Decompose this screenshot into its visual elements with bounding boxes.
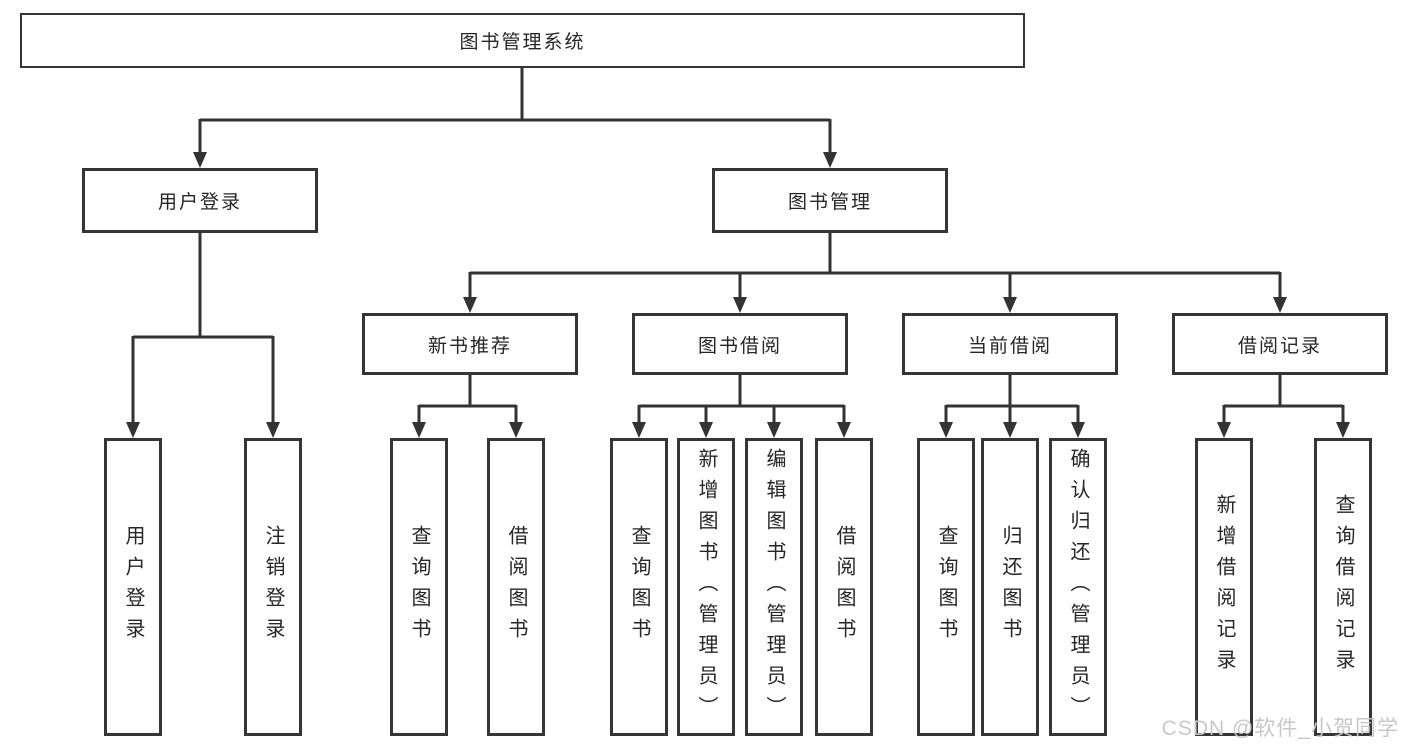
leaf-query-borrow-record: 查询借阅记录 bbox=[1314, 438, 1372, 736]
leaf-label: 注销登录 bbox=[262, 525, 284, 649]
leaf-label: 查询图书 bbox=[935, 525, 957, 649]
arrow-down-icon bbox=[1003, 297, 1017, 313]
node-current-borrowing: 当前借阅 bbox=[902, 313, 1118, 375]
node-label: 图书借阅 bbox=[697, 335, 782, 357]
leaf-label: 确认归还（管理员） bbox=[1067, 447, 1089, 727]
arrow-down-icon bbox=[1273, 297, 1287, 313]
node-book-management: 图书管理 bbox=[712, 168, 948, 233]
arrow-down-icon bbox=[733, 297, 747, 313]
leaf-user-login: 用户登录 bbox=[104, 438, 162, 736]
node-label: 新书推荐 bbox=[427, 335, 512, 357]
arrow-down-icon bbox=[939, 422, 953, 438]
arrow-down-icon bbox=[126, 422, 140, 438]
arrow-down-icon bbox=[193, 152, 207, 168]
arrow-down-icon bbox=[632, 422, 646, 438]
node-label: 借阅记录 bbox=[1237, 335, 1322, 357]
leaf-query-books-recommend: 查询图书 bbox=[390, 438, 448, 736]
node-user-login: 用户登录 bbox=[82, 168, 318, 233]
leaf-label: 查询图书 bbox=[408, 525, 430, 649]
arrow-down-icon bbox=[823, 152, 837, 168]
leaf-query-books-borrow: 查询图书 bbox=[610, 438, 668, 736]
leaf-borrow-books: 借阅图书 bbox=[815, 438, 873, 736]
arrow-down-icon bbox=[699, 422, 713, 438]
leaf-return-books: 归还图书 bbox=[981, 438, 1039, 736]
leaf-add-borrow-record: 新增借阅记录 bbox=[1195, 438, 1253, 736]
leaf-label: 用户登录 bbox=[122, 525, 144, 649]
leaf-add-books-admin: 新增图书（管理员） bbox=[677, 438, 735, 736]
arrow-down-icon bbox=[509, 422, 523, 438]
leaf-label: 新增图书（管理员） bbox=[695, 447, 717, 727]
leaf-logout: 注销登录 bbox=[244, 438, 302, 736]
leaf-confirm-return-admin: 确认归还（管理员） bbox=[1049, 438, 1107, 736]
leaf-borrow-books-recommend: 借阅图书 bbox=[487, 438, 545, 736]
leaf-label: 新增借阅记录 bbox=[1213, 494, 1235, 680]
leaf-label: 归还图书 bbox=[999, 525, 1021, 649]
arrow-down-icon bbox=[837, 422, 851, 438]
node-label: 用户登录 bbox=[157, 192, 242, 213]
node-borrowing-records: 借阅记录 bbox=[1172, 313, 1388, 375]
node-label: 图书管理系统 bbox=[459, 32, 586, 53]
leaf-query-books-current: 查询图书 bbox=[917, 438, 975, 736]
node-label: 图书管理 bbox=[787, 192, 872, 213]
arrow-down-icon bbox=[463, 297, 477, 313]
arrow-down-icon bbox=[266, 422, 280, 438]
node-library-management-system: 图书管理系统 bbox=[20, 13, 1025, 68]
arrow-down-icon bbox=[1336, 422, 1350, 438]
leaf-label: 借阅图书 bbox=[505, 525, 527, 649]
arrow-down-icon bbox=[1217, 422, 1231, 438]
leaf-label: 编辑图书（管理员） bbox=[763, 447, 785, 727]
leaf-label: 查询借阅记录 bbox=[1332, 494, 1354, 680]
node-book-borrowing: 图书借阅 bbox=[632, 313, 848, 375]
csdn-watermark: CSDN @软件_小贺同学 bbox=[1161, 717, 1399, 740]
leaf-edit-books-admin: 编辑图书（管理员） bbox=[745, 438, 803, 736]
arrow-down-icon bbox=[1071, 422, 1085, 438]
node-new-book-recommendation: 新书推荐 bbox=[362, 313, 578, 375]
arrow-down-icon bbox=[1003, 422, 1017, 438]
arrowhead-icons bbox=[126, 152, 1350, 438]
arrow-down-icon bbox=[767, 422, 781, 438]
arrow-down-icon bbox=[412, 422, 426, 438]
leaf-label: 查询图书 bbox=[628, 525, 650, 649]
node-label: 当前借阅 bbox=[967, 335, 1052, 357]
leaf-label: 借阅图书 bbox=[833, 525, 855, 649]
